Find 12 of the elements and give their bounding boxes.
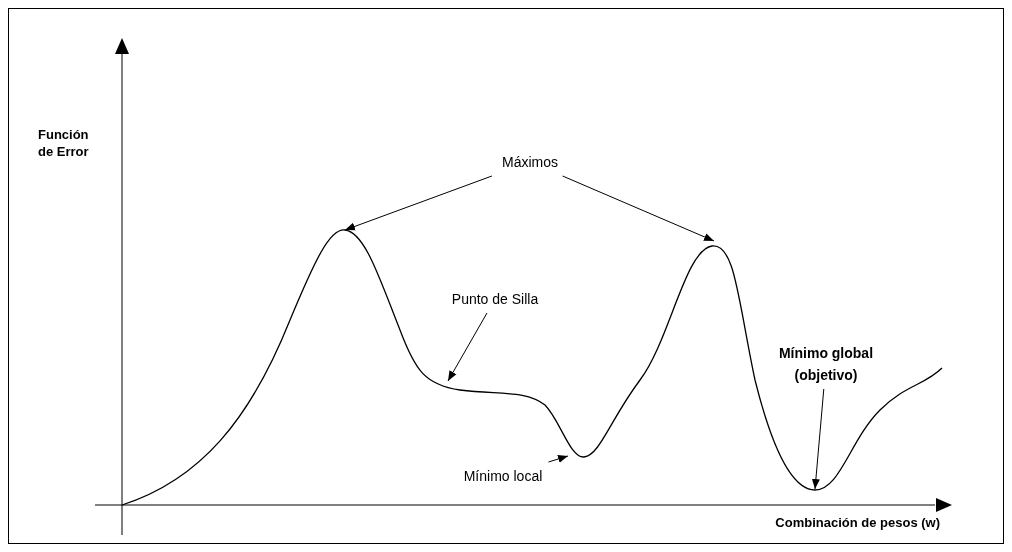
leader-arrow <box>811 388 825 490</box>
annotation-text: Máximos <box>492 151 568 173</box>
leader-arrow <box>344 175 493 231</box>
axis-label: Función de Error <box>38 126 90 160</box>
leader-arrow <box>562 175 715 242</box>
leader-arrow <box>548 455 569 463</box>
annotation-text: Punto de Silla <box>432 288 558 310</box>
axis-label: Combinación de pesos (w) <box>774 514 940 531</box>
leader-arrow <box>447 312 488 382</box>
annotation-text: Mínimo local <box>449 465 557 487</box>
annotation-text: Mínimo global (objetivo) <box>752 342 900 386</box>
error-curve <box>121 229 943 506</box>
